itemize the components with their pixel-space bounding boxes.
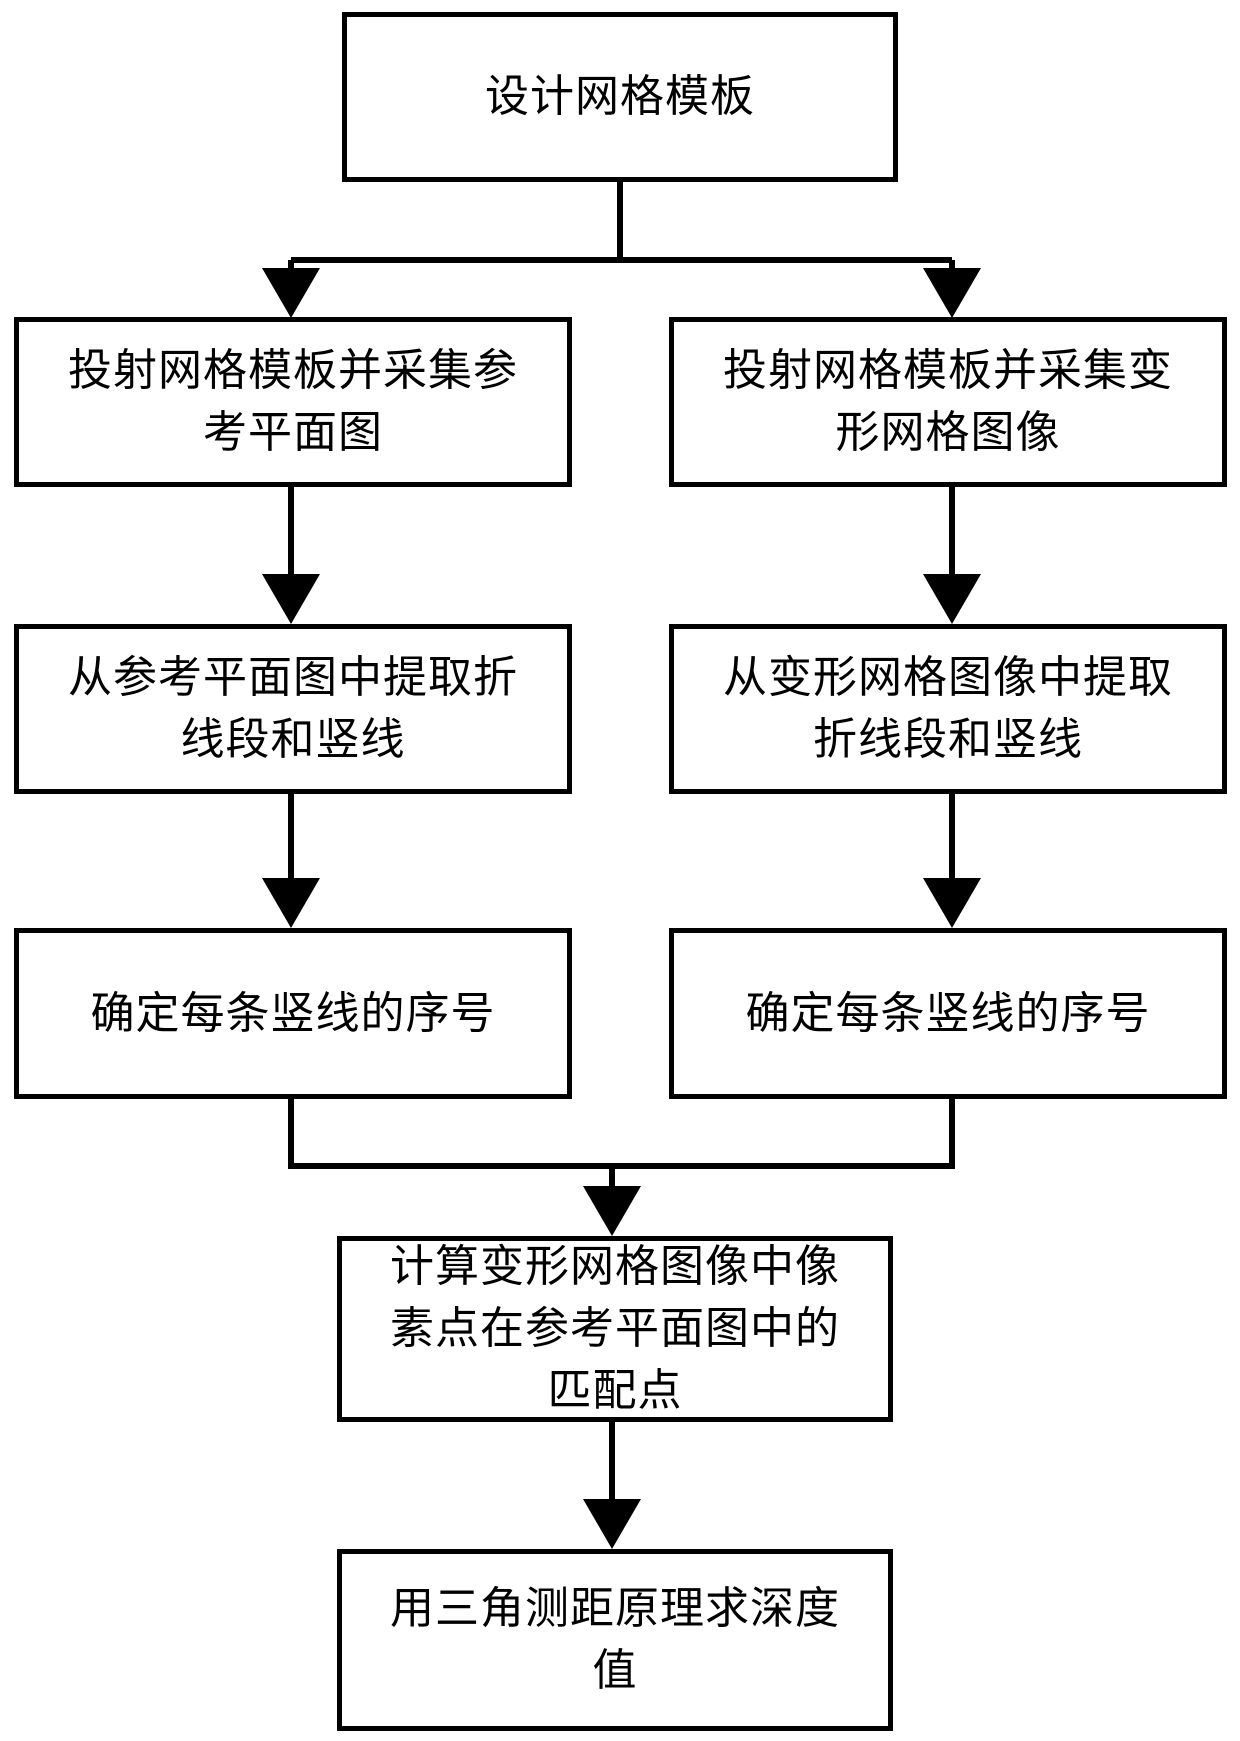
arrowhead-right-1 <box>923 268 981 318</box>
step-extract-reference-label: 从参考平面图中提取折线段和竖线 <box>68 652 518 765</box>
step-project-deformed-label: 投射网格模板并采集变形网格图像 <box>723 345 1173 458</box>
arrowhead-final <box>583 1499 641 1549</box>
step-project-deformed: 投射网格模板并采集变形网格图像 <box>669 317 1227 487</box>
step-depth-values-label: 用三角测距原理求深度值 <box>390 1583 840 1696</box>
step-number-deformed-label: 确定每条竖线的序号 <box>745 987 1151 1039</box>
arrowhead-left-2 <box>262 574 320 624</box>
step-project-reference: 投射网格模板并采集参考平面图 <box>14 317 572 487</box>
step-extract-deformed: 从变形网格图像中提取折线段和竖线 <box>669 624 1227 794</box>
arrowhead-left-3 <box>262 878 320 928</box>
arrowhead-merge <box>583 1186 641 1236</box>
arrowhead-right-3 <box>923 878 981 928</box>
step-extract-reference: 从参考平面图中提取折线段和竖线 <box>14 624 572 794</box>
step-depth-values: 用三角测距原理求深度值 <box>337 1549 893 1731</box>
step-extract-deformed-label: 从变形网格图像中提取折线段和竖线 <box>723 652 1173 765</box>
step-compute-matches-label: 计算变形网格图像中像素点在参考平面图中的匹配点 <box>390 1241 840 1416</box>
step-design-template: 设计网格模板 <box>342 12 898 182</box>
step-number-reference-label: 确定每条竖线的序号 <box>90 987 496 1039</box>
step-design-template-label: 设计网格模板 <box>485 71 755 122</box>
arrowhead-right-2 <box>923 574 981 624</box>
step-project-reference-label: 投射网格模板并采集参考平面图 <box>68 345 518 458</box>
arrowhead-left-1 <box>262 268 320 318</box>
step-compute-matches: 计算变形网格图像中像素点在参考平面图中的匹配点 <box>337 1236 893 1422</box>
step-number-deformed: 确定每条竖线的序号 <box>669 928 1227 1099</box>
step-number-reference: 确定每条竖线的序号 <box>14 928 572 1099</box>
